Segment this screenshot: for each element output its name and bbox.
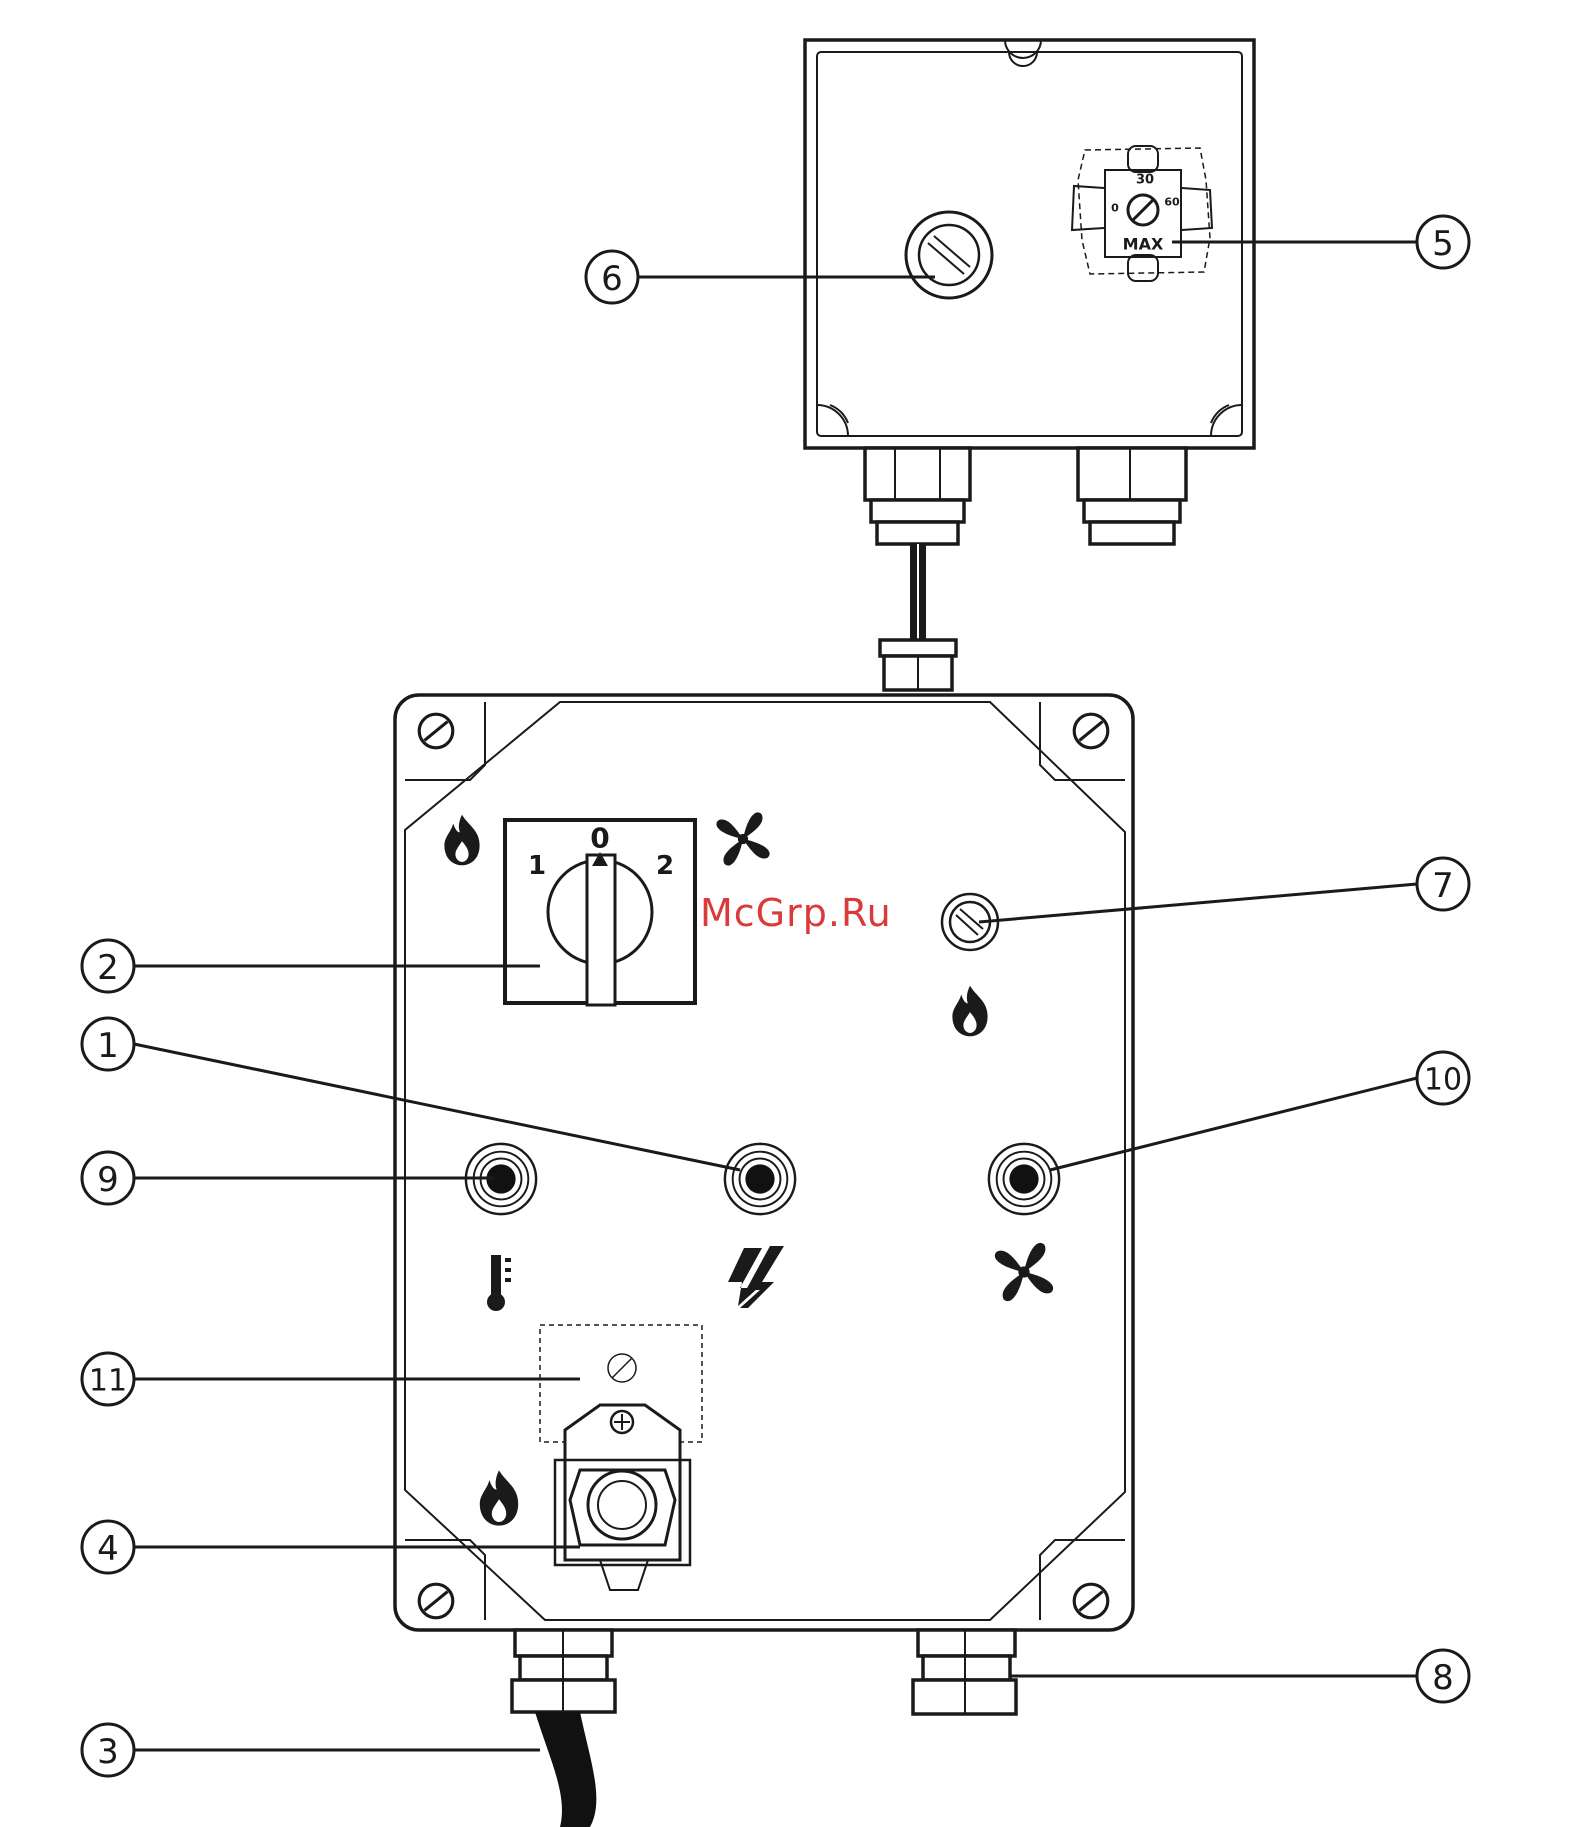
callout-7: 7 — [1417, 858, 1469, 910]
callout-11: 11 — [82, 1353, 134, 1405]
switch-label-1: 1 — [528, 851, 546, 881]
dial-label-max: MAX — [1123, 235, 1164, 254]
callout-9: 9 — [82, 1152, 134, 1204]
dial-label-60: 60 — [1164, 196, 1180, 209]
power-lamp — [725, 1144, 795, 1214]
svg-text:11: 11 — [89, 1364, 127, 1399]
callout-6: 6 — [586, 251, 638, 303]
fan-lamp — [989, 1144, 1059, 1214]
svg-text:3: 3 — [97, 1732, 119, 1772]
svg-text:10: 10 — [1424, 1063, 1462, 1098]
svg-text:2: 2 — [97, 948, 119, 988]
callout-3: 3 — [82, 1724, 134, 1776]
bottom-cable-gland-right — [913, 1630, 1016, 1714]
svg-text:4: 4 — [97, 1529, 119, 1569]
dial-label-30: 30 — [1136, 173, 1154, 188]
corner-screw-tl — [419, 714, 453, 748]
callout-10: 10 — [1417, 1052, 1469, 1104]
switch-label-0: 0 — [590, 822, 609, 855]
switch-label-2: 2 — [656, 851, 674, 881]
bottom-cable-gland-left — [512, 1630, 615, 1712]
callout-8: 8 — [1417, 1650, 1469, 1702]
callout-5: 5 — [1417, 216, 1469, 268]
svg-text:9: 9 — [97, 1160, 119, 1200]
svg-text:8: 8 — [1432, 1658, 1454, 1698]
callout-1: 1 — [82, 1018, 134, 1070]
corner-screw-bl — [419, 1584, 453, 1618]
callout-2: 2 — [82, 940, 134, 992]
svg-text:1: 1 — [97, 1026, 119, 1066]
reset-knob[interactable] — [906, 212, 992, 298]
dial-label-0: 0 — [1111, 202, 1119, 215]
corner-screw-br — [1074, 1584, 1108, 1618]
power-cable — [535, 1712, 596, 1827]
svg-text:7: 7 — [1432, 866, 1454, 906]
mode-selector-switch[interactable]: 1 0 2 — [505, 820, 695, 1005]
callout-4: 4 — [82, 1521, 134, 1573]
svg-text:6: 6 — [601, 259, 623, 299]
upper-box — [805, 40, 1254, 448]
upper-cable-gland-left — [865, 448, 970, 544]
corner-screw-tr — [1074, 714, 1108, 748]
connecting-cable — [880, 544, 956, 690]
svg-text:5: 5 — [1432, 224, 1454, 264]
upper-cable-gland-right — [1078, 448, 1186, 544]
watermark: McGrp.Ru — [700, 891, 892, 935]
